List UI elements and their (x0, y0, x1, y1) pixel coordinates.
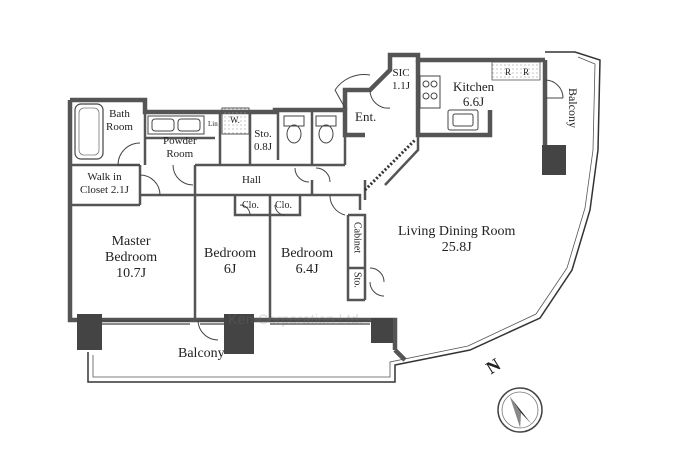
door-swings (117, 74, 564, 341)
bathtub (74, 103, 104, 160)
entrance-label: Ent. (355, 109, 377, 124)
compass (497, 387, 543, 433)
balcony-inner (92, 56, 596, 378)
laundry-area (221, 107, 250, 135)
columns (77, 145, 566, 354)
toilets (283, 115, 337, 144)
storage-small-label: Sto.0.8J (254, 128, 273, 153)
vanity (147, 115, 205, 135)
balcony-side-label: Balcony (565, 88, 580, 128)
fridge-label-1: R (505, 67, 512, 77)
linen-label: Lin (208, 120, 218, 128)
hall-label: Hall (242, 174, 261, 186)
kitchen-fixtures (419, 75, 479, 131)
interior-walls (70, 112, 420, 320)
balcony-main-label: Balcony (178, 346, 225, 361)
balcony-outline (87, 51, 601, 383)
closet-1-label: Clo. (242, 200, 259, 211)
closet-2-label: Clo. (275, 200, 292, 211)
laundry-label: W. (230, 115, 240, 125)
fridge-label-2: R (523, 67, 530, 77)
cabinet-label: Cabinet (351, 222, 363, 254)
windows (100, 320, 370, 325)
glass-partition (363, 138, 417, 192)
watermark: Ken Corporation Ltd. (228, 311, 364, 327)
storage-living-label: Sto. (351, 272, 363, 288)
fridge-area (491, 61, 541, 81)
